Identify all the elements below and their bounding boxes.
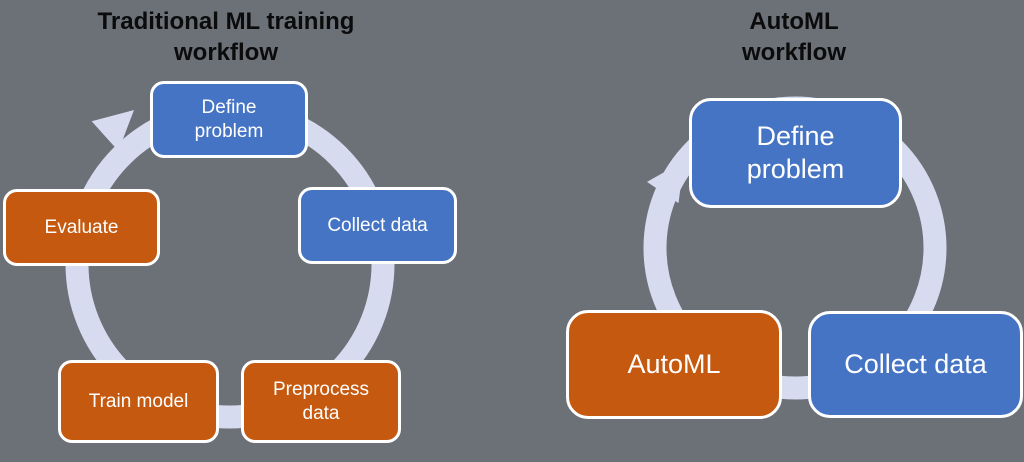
right-title-line1: AutoML	[749, 8, 839, 35]
node-automl: AutoML	[566, 310, 782, 419]
node-label: AutoML	[627, 349, 721, 380]
node-label: Evaluate	[44, 216, 119, 238]
node-evaluate: Evaluate	[3, 189, 160, 266]
node-label: Collect data	[327, 214, 428, 236]
node-define-problem-automl: Define problem	[689, 98, 902, 208]
node-label: Train model	[88, 390, 189, 412]
right-diagram-title: AutoML workflow	[568, 7, 1020, 68]
node-preprocess-data: Preprocess data	[241, 360, 401, 443]
node-label: Define problem	[194, 97, 264, 142]
left-diagram-title: Traditional ML training workflow	[0, 7, 452, 68]
node-label: Define problem	[746, 121, 845, 184]
node-train-model: Train model	[58, 360, 219, 443]
node-define-problem: Define problem	[150, 81, 308, 158]
right-title-line2: workflow	[741, 38, 846, 66]
node-label: Preprocess data	[272, 379, 370, 424]
node-collect-data: Collect data	[298, 187, 457, 264]
node-collect-data-automl: Collect data	[808, 311, 1023, 418]
node-label: Collect data	[844, 349, 987, 380]
left-title-line2: workflow	[173, 38, 278, 66]
left-title-line1: Traditional ML training	[97, 8, 355, 35]
